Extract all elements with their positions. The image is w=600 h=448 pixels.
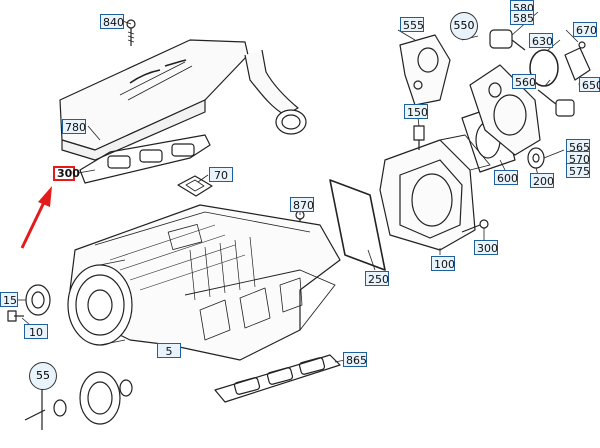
part-label-200[interactable]: 200 xyxy=(530,173,554,188)
part-label-565[interactable]: 565 xyxy=(566,139,590,154)
bolt-840 xyxy=(126,19,136,46)
part-label-100[interactable]: 100 xyxy=(431,256,455,271)
pulley-55 xyxy=(24,371,133,430)
part-label-55[interactable]: 55 xyxy=(29,362,57,390)
part-label-555[interactable]: 555 xyxy=(400,17,424,32)
part-label-550-text: 550 xyxy=(453,19,475,32)
part-label-10[interactable]: 10 xyxy=(24,324,48,339)
part-label-585[interactable]: 585 xyxy=(510,10,534,25)
part-label-70[interactable]: 70 xyxy=(209,167,233,182)
part-label-300-highlighted[interactable]: 300 xyxy=(53,166,80,181)
supercharger-body xyxy=(69,204,341,361)
part-label-780[interactable]: 780 xyxy=(62,119,86,134)
part-label-575[interactable]: 575 xyxy=(566,163,590,178)
cable-560 xyxy=(537,89,575,117)
plate-70 xyxy=(177,175,213,197)
part-label-560[interactable]: 560 xyxy=(512,74,536,89)
gasket-upper xyxy=(79,134,211,184)
pulley-main xyxy=(67,259,133,346)
gasket-865 xyxy=(214,354,341,403)
part-label-630[interactable]: 630 xyxy=(529,33,553,48)
part-label-250[interactable]: 250 xyxy=(365,271,389,286)
nut-200 xyxy=(527,147,545,169)
part-label-5[interactable]: 5 xyxy=(157,343,181,358)
actuator-cover xyxy=(399,34,451,106)
part-label-600[interactable]: 600 xyxy=(494,170,518,185)
oring-630 xyxy=(529,49,559,87)
throttle-housing xyxy=(379,134,491,251)
part-label-150[interactable]: 150 xyxy=(404,104,428,119)
part-label-670[interactable]: 670 xyxy=(573,22,597,37)
red-arrow-icon xyxy=(20,186,52,249)
part-label-865[interactable]: 865 xyxy=(343,352,367,367)
part-label-55-text: 55 xyxy=(36,369,50,382)
part-label-870[interactable]: 870 xyxy=(290,197,314,212)
part-label-550[interactable]: 550 xyxy=(450,12,478,40)
part-label-650[interactable]: 650 xyxy=(579,77,600,92)
part-label-840[interactable]: 840 xyxy=(100,14,124,29)
bracket-670 xyxy=(564,41,591,81)
sensor-580 xyxy=(489,29,526,51)
part-label-300[interactable]: 300 xyxy=(474,240,498,255)
part-label-15[interactable]: 15 xyxy=(0,292,18,307)
engine-cover xyxy=(59,39,307,161)
gasket-250 xyxy=(329,179,386,271)
